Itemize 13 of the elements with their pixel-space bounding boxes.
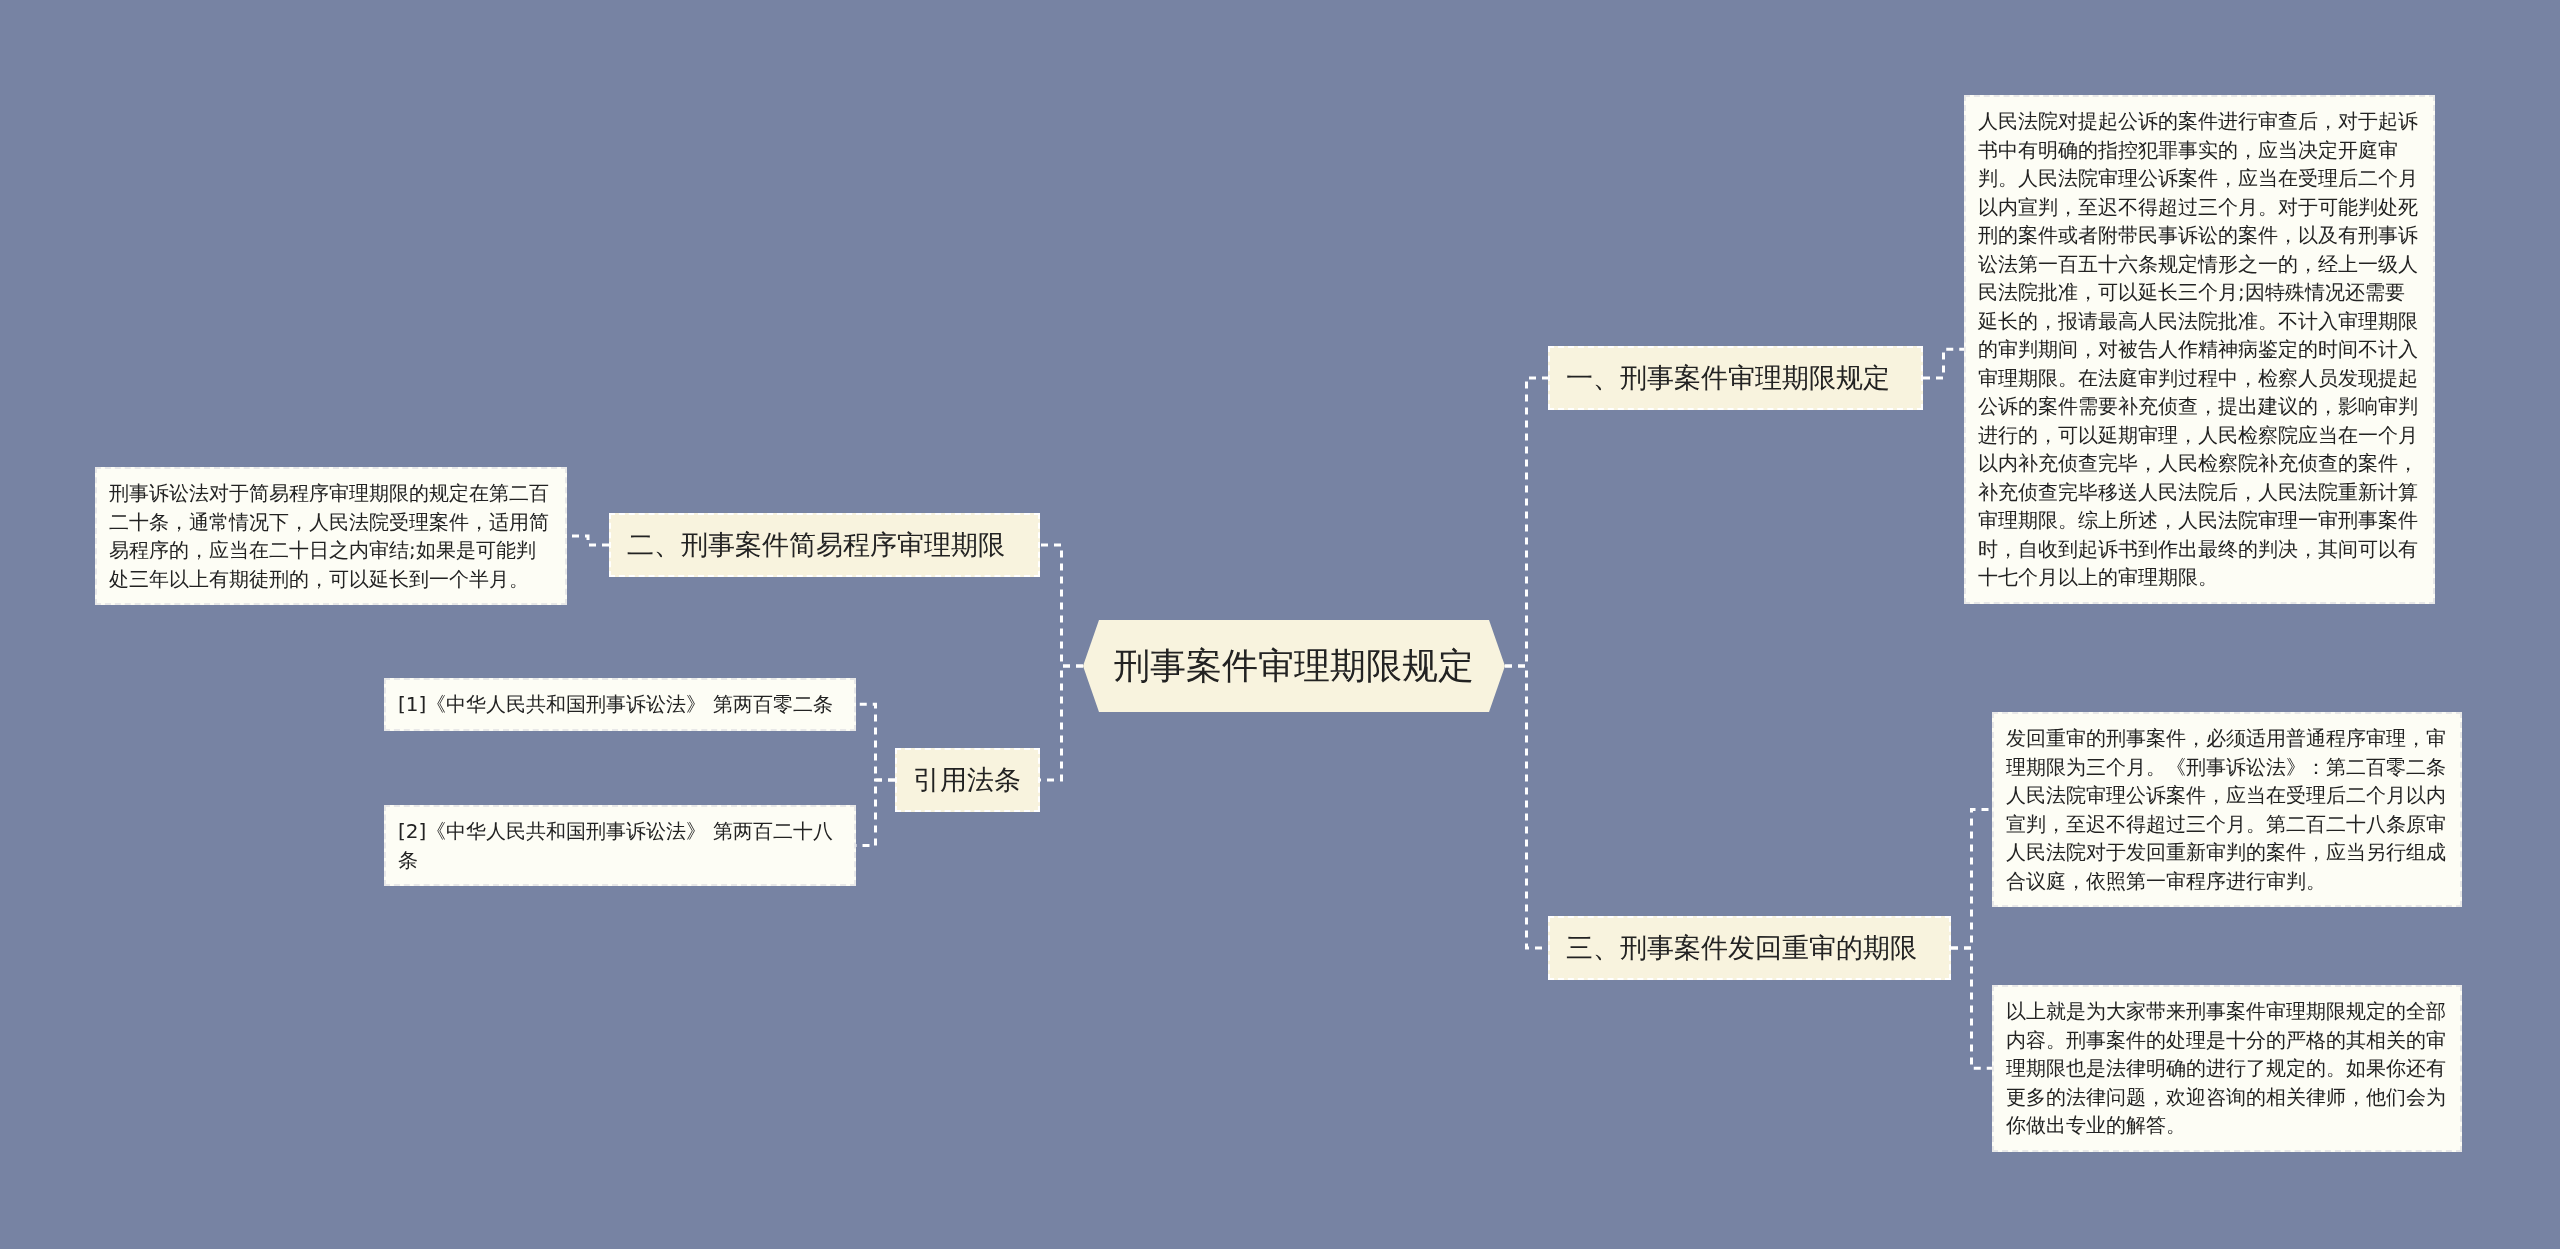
- text-box: 刑事诉讼法对于简易程序审理期限的规定在第二百二十条，通常情况下，人民法院受理案件，适用简易程序的，应当在二十日之内审结;如果是可能判处三年以上有期徒刑的，可以延长到一个半月。: [95, 467, 567, 605]
- text-box: 以上就是为大家带来刑事案件审理期限规定的全部内容。刑事案件的处理是十分的严格的其相关的审理期限也是法律明确的进行了规定的。如果你还有更多的法律问题，欢迎咨询的相关律师，他们会为你做出专业的解答。: [1992, 985, 2462, 1152]
- connector-line: [1951, 946, 1992, 1070]
- topic-box: 三、刑事案件发回重审的期限: [1548, 916, 1951, 980]
- text-box: [2]《中华人民共和国刑事诉讼法》 第两百二十八条: [384, 805, 856, 886]
- topic-box: 一、刑事案件审理期限规定: [1548, 346, 1923, 410]
- text-box: 人民法院对提起公诉的案件进行审查后，对于起诉书中有明确的指控犯罪事实的，应当决定开庭审判。人民法院审理公诉案件，应当在受理后二个月以内宣判，至迟不得超过三个月。对于可能判处死刑的案件或者附带民事诉讼的案件，以及有刑事诉讼法第一百五十六条规定情形之一的，经上一级人民法院批准，可以延长三个月;因特殊情况还需要延长的，报请最高人民法院批准。不计入审理期限的审判期间，对被告人作精神病鉴定的时间不计入审理期限。在法庭审判过程中，检察人员发现提起公诉的案件需要补充侦查，提出建议的，影响审判进行的，可以延期审理，人民检察院应当在一个月以内补充侦查完毕，人民检察院补充侦查的案件，补充侦查完毕移送人民法院后，人民法院重新计算审理期限。综上所述，人民法院审理一审刑事案件时，自收到起诉书到作出最终的判决，其间可以有十七个月以上的审理期限。: [1964, 95, 2435, 604]
- text-box: 发回重审的刑事案件，必须适用普通程序审理，审理期限为三个月。《刑事诉讼法》：第二百零二条人民法院审理公诉案件，应当在受理后二个月以内宣判，至迟不得超过三个月。第二百二十八条原审人民法院对于发回重新审判的案件，应当另行组成合议庭，依照第一审程序进行审判。: [1992, 712, 2462, 907]
- connector-line: [1923, 347, 1964, 380]
- topic-box: 二、刑事案件简易程序审理期限: [609, 513, 1040, 577]
- text-box: [1]《中华人民共和国刑事诉讼法》 第两百零二条: [384, 678, 856, 731]
- topic-box: 引用法条: [895, 748, 1040, 812]
- topic-hexagon: 刑事案件审理期限规定: [1083, 620, 1505, 712]
